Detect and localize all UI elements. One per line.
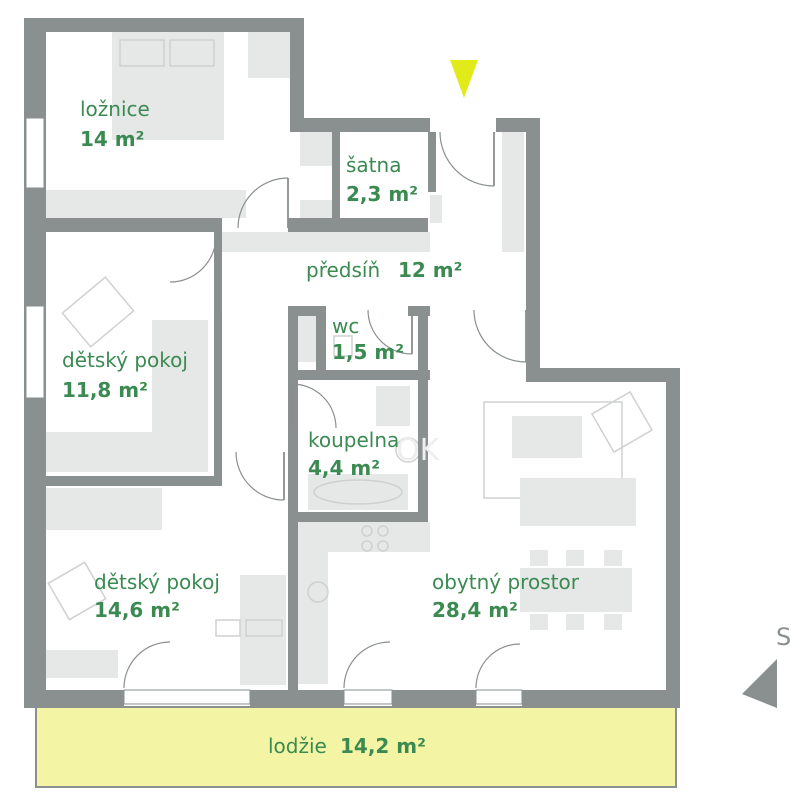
room-name-koupelna: koupelna xyxy=(308,428,399,452)
room-name-predsin: předsíň xyxy=(306,258,380,282)
compass-arrow-icon xyxy=(742,659,777,708)
loggia-area xyxy=(35,706,677,788)
room-name-obytny-prostor: obytný prostor xyxy=(432,570,580,594)
room-area-koupelna: 4,4 m² xyxy=(308,456,380,480)
room-area-loznice: 14 m² xyxy=(80,127,144,151)
room-name-detsky-pokoj-1: dětský pokoj xyxy=(62,348,188,372)
room-area-satna: 2,3 m² xyxy=(346,182,418,206)
room-area-obytny-prostor: 28,4 m² xyxy=(432,598,518,622)
room-area-predsin: 12 m² xyxy=(398,258,462,282)
room-area-detsky-pokoj-1: 11,8 m² xyxy=(62,378,148,402)
windows xyxy=(25,117,523,705)
furniture xyxy=(46,32,654,685)
room-area-detsky-pokoj-2: 14,6 m² xyxy=(94,598,180,622)
room-name-detsky-pokoj-2: dětský pokoj xyxy=(94,570,220,594)
room-name-loznice: ložnice xyxy=(80,97,150,121)
room-name-satna: šatna xyxy=(346,153,401,177)
loggia-name: lodžie xyxy=(268,734,327,758)
compass-letter: S xyxy=(776,623,791,651)
room-name-wc: wc xyxy=(332,314,359,338)
room-area-wc: 1,5 m² xyxy=(332,340,404,364)
loggia-area-value: 14,2 m² xyxy=(340,734,426,758)
watermark: OK xyxy=(396,433,441,468)
doors xyxy=(123,131,527,689)
entrance-marker-icon xyxy=(450,60,478,98)
